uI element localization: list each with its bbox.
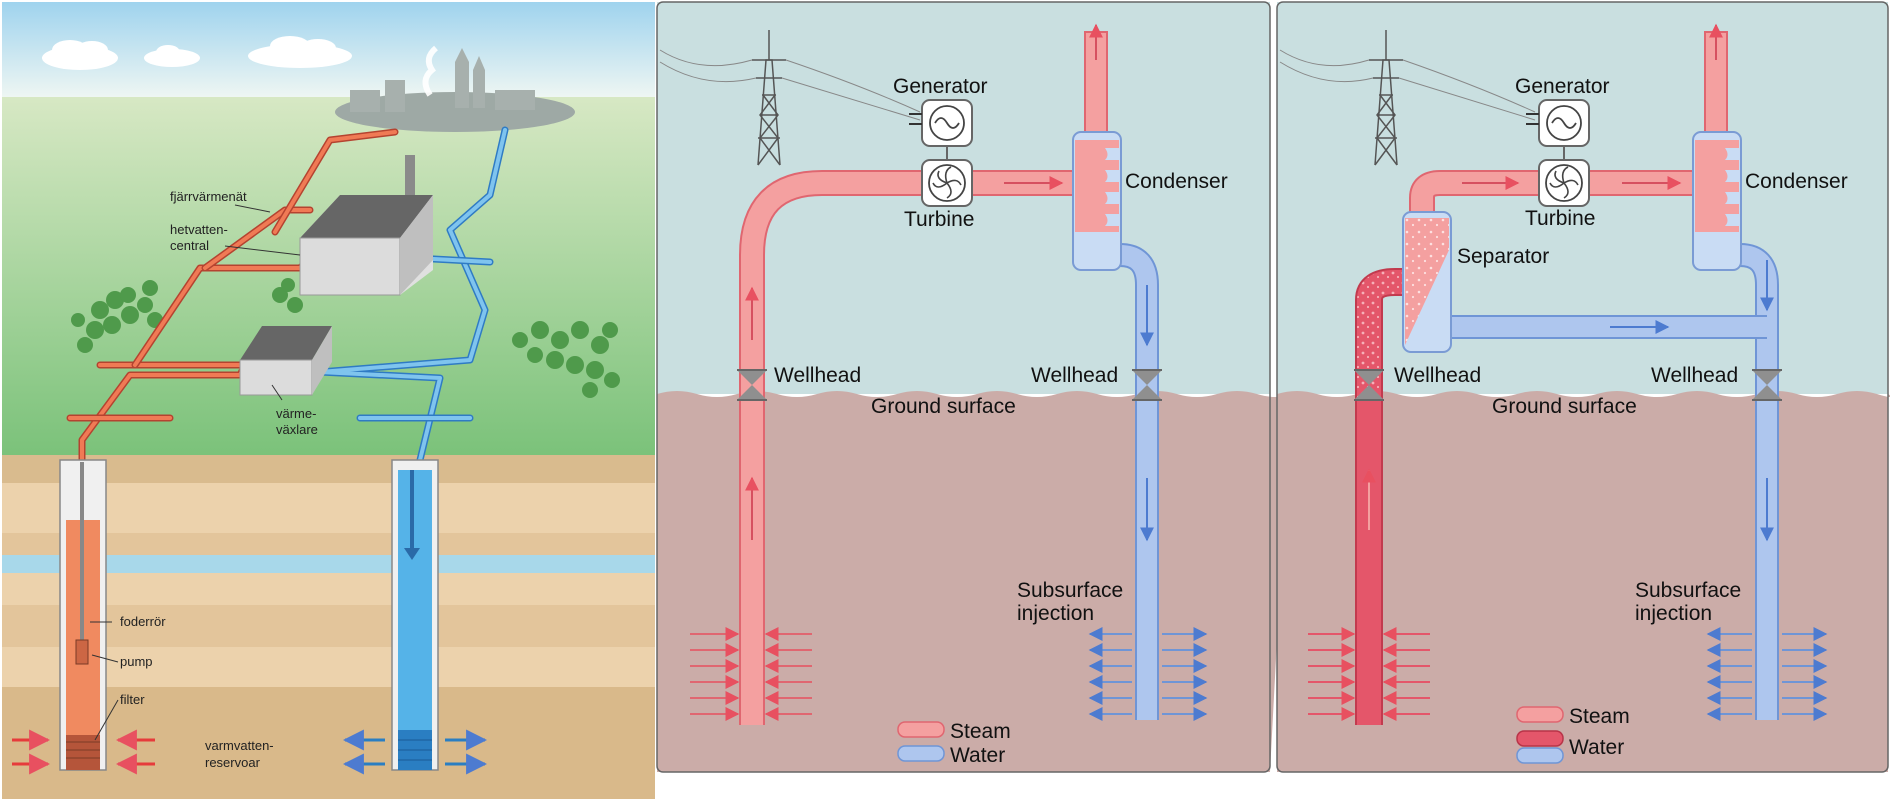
legend-swatch-water — [897, 745, 945, 762]
wellhead-valve-right — [1752, 369, 1782, 401]
panel-1-district-heating: fjärrvärmenät hetvatten- central värme- … — [0, 0, 655, 799]
label-generator: Generator — [893, 75, 988, 98]
water-outflow-arrows — [1088, 627, 1208, 721]
water-pipe-injection — [1119, 243, 1159, 720]
label-injection-1: Subsurface — [1017, 579, 1123, 602]
steam-pipe — [1409, 170, 1715, 215]
leader-lines — [90, 204, 301, 741]
legend-steam: Steam — [1569, 705, 1630, 728]
label-ground-surface: Ground surface — [1492, 395, 1637, 418]
turbine-icon — [921, 159, 973, 207]
label-exchanger-1: värme- — [276, 406, 316, 421]
label-injection-2: injection — [1017, 602, 1094, 625]
pylon-icon — [659, 30, 921, 166]
condenser-exhaust — [1704, 23, 1728, 143]
hot-water-inflow-arrows — [1308, 627, 1430, 721]
production-well — [12, 459, 155, 775]
label-exchanger-2: växlare — [276, 422, 318, 437]
hot-water-pipe — [1355, 268, 1410, 725]
flow-arrows — [745, 176, 1154, 542]
steam-inflow-arrows — [690, 627, 812, 721]
label-casing: foderrör — [120, 614, 166, 629]
legend-swatch-water — [1516, 747, 1564, 764]
soil-layers — [2, 455, 655, 799]
label-generator: Generator — [1515, 75, 1610, 98]
condenser — [1072, 131, 1122, 271]
steam-pipe-production — [739, 170, 1090, 725]
cloud-icons — [42, 36, 352, 70]
turbine-icon — [1538, 159, 1590, 207]
condenser-exhaust — [1084, 23, 1108, 143]
separator — [1402, 211, 1452, 353]
generator-icon — [1526, 99, 1590, 147]
label-wellhead-right: Wellhead — [1031, 364, 1118, 387]
label-wellhead-left: Wellhead — [1394, 364, 1481, 387]
label-reservoir-2: reservoar — [205, 755, 261, 770]
legend-swatch-hot-water — [1516, 730, 1564, 747]
label-pump: pump — [120, 654, 153, 669]
label-turbine: Turbine — [904, 208, 974, 231]
label-turbine: Turbine — [1525, 207, 1595, 230]
label-separator: Separator — [1457, 245, 1549, 268]
label-central-2: central — [170, 238, 209, 253]
label-condenser: Condenser — [1125, 170, 1228, 193]
water-outflow-arrows — [1706, 627, 1828, 721]
pylon-icon — [1279, 30, 1536, 166]
outflow-arrows — [342, 729, 488, 775]
legend-water: Water — [950, 744, 1005, 767]
legend-steam: Steam — [950, 720, 1011, 743]
label-filter: filter — [120, 692, 145, 707]
label-injection-2: injection — [1635, 602, 1712, 625]
label-condenser: Condenser — [1745, 170, 1848, 193]
wellhead-valve-left — [1354, 369, 1384, 401]
injection-well — [342, 459, 488, 775]
legend-swatch-steam — [1516, 706, 1564, 723]
heat-exchanger-building — [239, 326, 332, 396]
legend: Steam Water — [897, 720, 1011, 767]
inflow-arrows — [12, 729, 155, 775]
label-wellhead-left: Wellhead — [774, 364, 861, 387]
legend: Steam Water — [1516, 705, 1630, 764]
label-injection-1: Subsurface — [1635, 579, 1741, 602]
heating-central-building — [299, 155, 433, 296]
legend-swatch-steam — [897, 721, 945, 738]
legend-water: Water — [1569, 736, 1624, 759]
panel-3-flash-steam-plant: Steam Water Generator Turbine Condenser … — [1276, 1, 1890, 773]
condenser — [1692, 131, 1742, 271]
label-central-1: hetvatten- — [170, 222, 228, 237]
city-icon — [335, 45, 575, 132]
label-wellhead-right: Wellhead — [1651, 364, 1738, 387]
wellhead-valve-right — [1132, 369, 1162, 401]
wellhead-valve-left — [737, 369, 767, 401]
panel-2-dry-steam-plant: Steam Water Generator Turbine Condenser … — [656, 1, 1290, 773]
label-reservoir-1: varmvatten- — [205, 738, 274, 753]
label-ground-surface: Ground surface — [871, 395, 1016, 418]
flow-arrows — [1362, 176, 1774, 542]
label-district-heating: fjärrvärmenät — [170, 189, 247, 204]
